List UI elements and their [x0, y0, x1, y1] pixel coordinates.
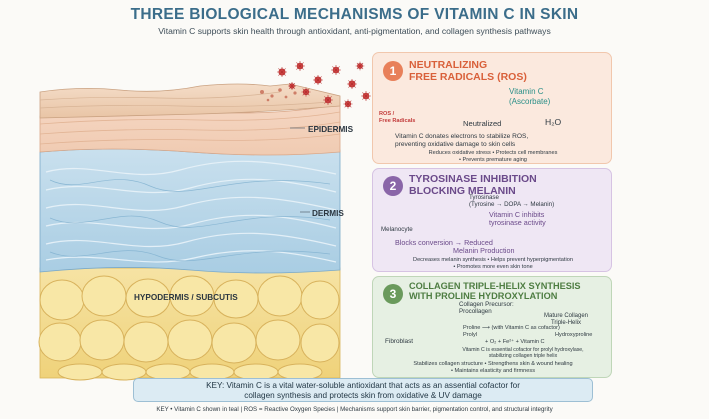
inhibition-label: Vitamin C inhibits tyrosinase activity [489, 210, 546, 227]
mature-collagen-label: Mature Collagen Triple-Helix [543, 313, 589, 326]
panel-title: TYROSINASE INHIBITION BLOCKING MELANIN [409, 173, 537, 197]
key-box: KEY: Vitamin C is a vital water-soluble … [133, 378, 593, 402]
tyrosinase-label: Tyrosinase (Tyrosine → DOPA → Melanin) [469, 194, 555, 208]
dermis-layer [39, 148, 341, 274]
hydroxyproline-label: Hydroxyproline [555, 332, 593, 338]
neutralized-label: Neutralized [463, 119, 502, 128]
procollagen-label: Collagen Precursor: Procollagen [459, 301, 514, 315]
water-label: H₂O [545, 117, 562, 127]
panel-title: NEUTRALIZING FREE RADICALS (ROS) [409, 59, 527, 83]
cofactor-description: Vitamin C is essential cofactor for prol… [462, 347, 584, 359]
hypodermis-layer [38, 267, 341, 381]
proline-label: Proline ⟶ (with Vitamin C as cofactor) [463, 325, 560, 331]
mechanism-description: Vitamin C donates electrons to stabilize… [395, 133, 529, 148]
melanocyte-label: Melanocyte [381, 226, 413, 233]
benefits-list: Reduces oxidative stress • Protects cell… [428, 150, 558, 163]
panel-collagen-synthesis: 3 COLLAGEN TRIPLE-HELIX SYNTHESIS WITH P… [372, 276, 612, 378]
panel-title: COLLAGEN TRIPLE-HELIX SYNTHESIS WITH PRO… [409, 281, 581, 302]
fibroblast-label: Fibroblast [385, 338, 414, 345]
prolyl-label: Prolyl [463, 332, 477, 338]
ros-label: ROS / Free Radicals [379, 111, 416, 124]
free-radical-particles [277, 61, 371, 109]
layer-connector-lines [290, 127, 310, 213]
stratum-corneum [39, 83, 341, 119]
hypodermis-label: HYPODERMIS / SUBCUTIS [134, 293, 238, 302]
panel-free-radicals: 1 NEUTRALIZING FREE RADICALS (ROS) ROS /… [372, 52, 612, 164]
step-number-badge: 3 [383, 284, 403, 304]
epidermis-label: EPIDERMIS [308, 125, 354, 134]
vitamin-c-label: Vitamin C (Ascorbate) [509, 87, 551, 106]
footer-legend: KEY • Vitamin C shown in teal | ROS = Re… [156, 406, 553, 413]
benefits-list: Decreases melanin synthesis • Helps prev… [413, 257, 573, 270]
blocks-conversion-label: Blocks conversion → Reduced Melanin Prod… [395, 238, 515, 255]
dermis-label: DERMIS [312, 209, 344, 218]
diagram-title: THREE BIOLOGICAL MECHANISMS OF VITAMIN C… [130, 6, 579, 23]
step-number-badge: 1 [383, 61, 403, 81]
diagram-subtitle: Vitamin C supports skin health through a… [158, 26, 551, 36]
step-number-badge: 2 [383, 176, 403, 196]
benefits-list: Stabilizes collagen structure • Strength… [413, 361, 573, 374]
cofactor-label: + O₂ + Fe²⁺ + Vitamin C [485, 339, 545, 345]
epidermis-layer [39, 103, 341, 156]
panel-tyrosinase-inhibition: 2 TYROSINASE INHIBITION BLOCKING MELANIN… [372, 168, 612, 272]
